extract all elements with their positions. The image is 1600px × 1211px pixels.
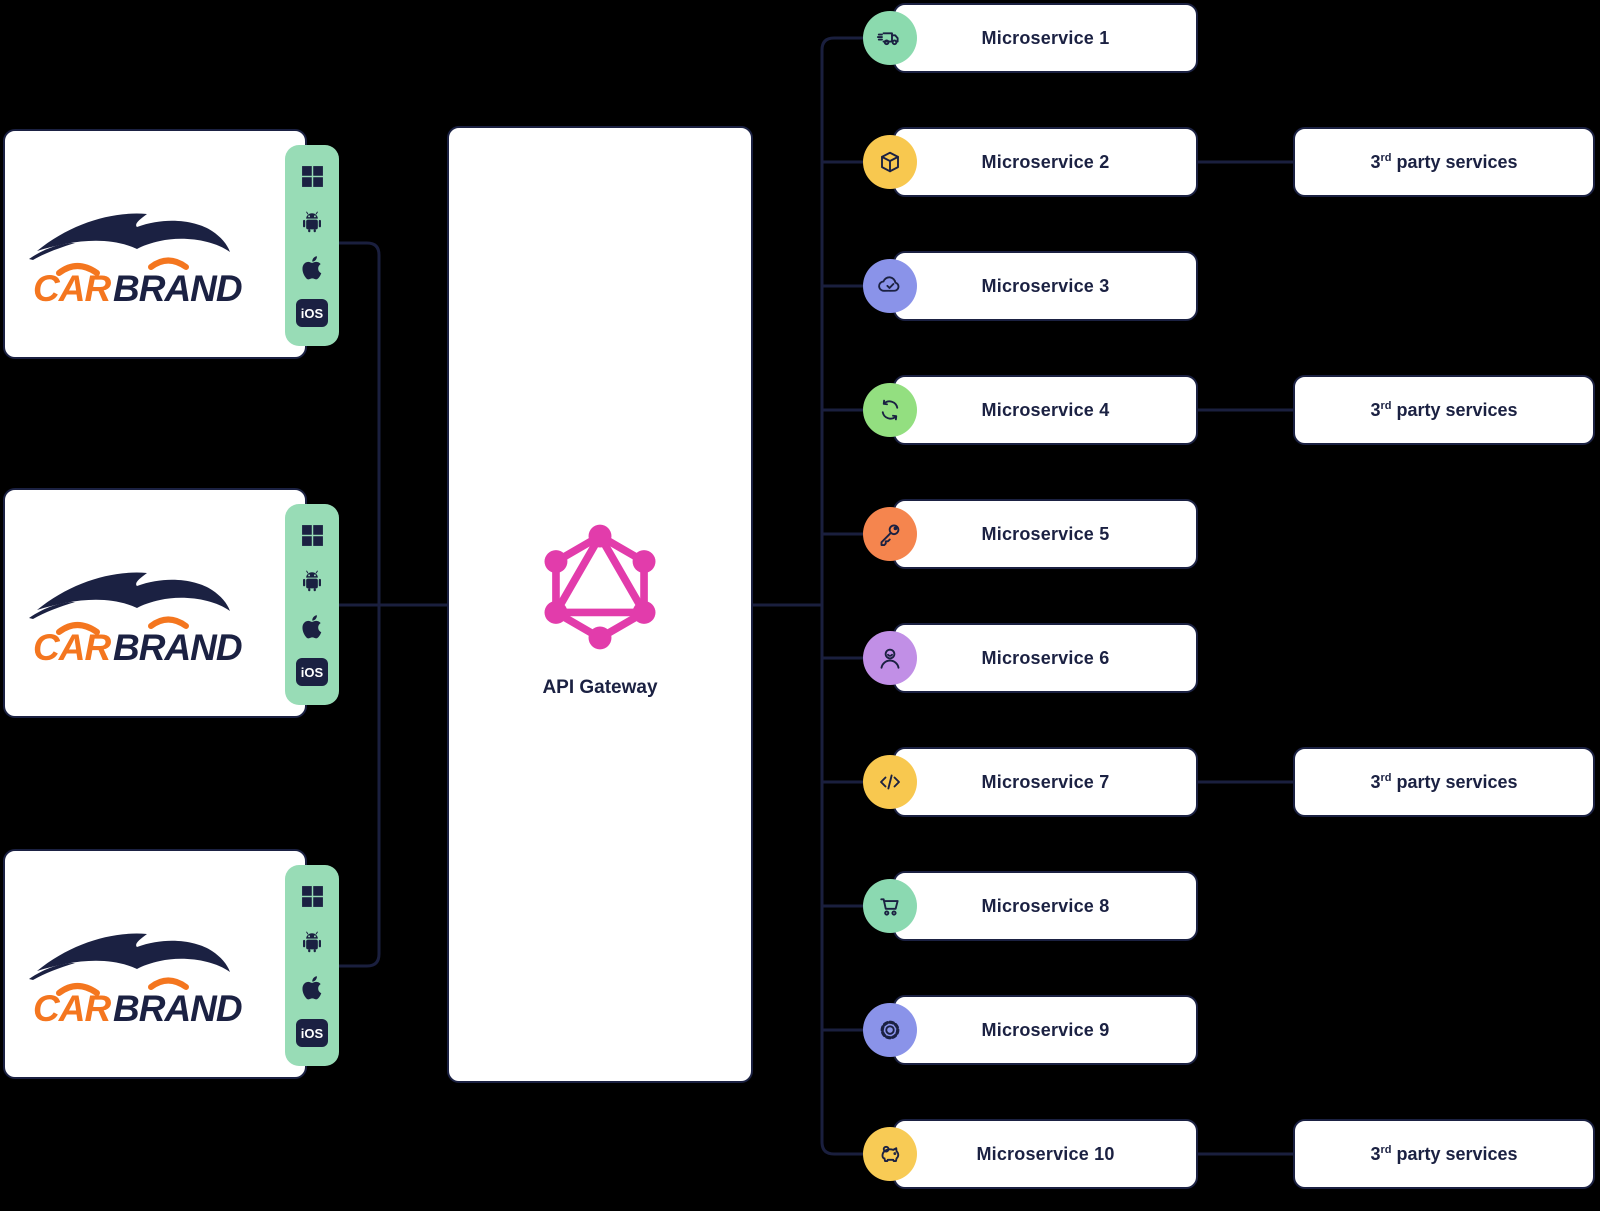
third-party-box: 3rd party services	[1293, 1119, 1595, 1189]
windows-icon	[301, 165, 323, 187]
android-icon	[303, 931, 321, 953]
microservice-row: Microservice 8	[863, 871, 1198, 941]
microservice-row: Microservice 5	[863, 499, 1198, 569]
gear-icon	[880, 1020, 900, 1040]
user-icon	[880, 648, 900, 669]
car-brand-logo: CAR BRAND	[29, 572, 243, 668]
sync-icon	[881, 399, 899, 421]
microservice-box: Microservice 5	[893, 499, 1198, 569]
car-brand-logo: CAR BRAND	[29, 213, 243, 309]
code-icon	[880, 774, 900, 790]
microservice-row: Microservice 2	[863, 127, 1198, 197]
microservice-label: Microservice 6	[981, 647, 1110, 668]
microservice-row: Microservice 6	[863, 623, 1198, 693]
windows-icon	[301, 885, 323, 907]
microservice-box: Microservice 8	[893, 871, 1198, 941]
microservice-label: Microservice 8	[981, 895, 1110, 916]
microservice-label: Microservice 1	[981, 27, 1110, 48]
microservice-box: Microservice 9	[893, 995, 1198, 1065]
microservice-label: Microservice 7	[981, 771, 1110, 792]
delivery-truck-icon	[876, 32, 899, 46]
service-icon-circle	[863, 135, 917, 189]
third-party-label: 3rd party services	[1370, 151, 1518, 172]
microservice-box: Microservice 10	[893, 1119, 1198, 1189]
microservice-label: Microservice 5	[981, 523, 1110, 544]
microservice-box: Microservice 6	[893, 623, 1198, 693]
android-icon	[303, 570, 321, 592]
service-icon-circle	[863, 755, 917, 809]
gateway-label: API Gateway	[542, 677, 658, 698]
key-icon	[880, 524, 900, 546]
ios-label: iOS	[300, 664, 324, 680]
client-card-2: CAR BRAND iOS	[3, 488, 339, 718]
microservice-row: Microservice 10	[863, 1119, 1198, 1189]
microservice-label: Microservice 10	[976, 1143, 1115, 1164]
logo-text-car: CAR	[33, 988, 111, 1029]
service-icon-circle	[863, 1127, 917, 1181]
piggy-bank-icon	[881, 1145, 900, 1162]
third-party-label: 3rd party services	[1370, 1143, 1518, 1164]
ios-label: iOS	[300, 1025, 324, 1041]
microservice-row: Microservice 9	[863, 995, 1198, 1065]
microservice-row: Microservice 4	[863, 375, 1198, 445]
service-icon-circle	[863, 259, 917, 313]
third-party-box: 3rd party services	[1293, 127, 1595, 197]
service-icon-circle	[863, 1003, 917, 1057]
api-gateway-card: API Gateway	[447, 126, 753, 1083]
logo-text-car: CAR	[33, 268, 111, 309]
microservice-box: Microservice 4	[893, 375, 1198, 445]
platform-pill: iOS	[285, 865, 339, 1066]
microservice-box: Microservice 2	[893, 127, 1198, 197]
ios-badge: iOS	[296, 299, 328, 328]
third-party-label: 3rd party services	[1370, 771, 1518, 792]
platform-pill: iOS	[285, 504, 339, 705]
apple-icon	[301, 256, 321, 280]
ios-badge: iOS	[296, 1019, 328, 1048]
service-icon-circle	[863, 507, 917, 561]
microservice-label: Microservice 9	[981, 1019, 1110, 1040]
cloud-check-icon	[878, 276, 900, 292]
car-brand-logo: CAR BRAND	[29, 933, 243, 1029]
service-icon-circle	[863, 383, 917, 437]
microservice-label: Microservice 2	[981, 151, 1110, 172]
ios-badge: iOS	[296, 658, 328, 687]
package-icon	[881, 151, 899, 173]
client-card-1: CAR BRAND iOS	[3, 129, 339, 359]
third-party-box: 3rd party services	[1293, 747, 1595, 817]
logo-text-car: CAR	[33, 627, 111, 668]
microservice-box: Microservice 3	[893, 251, 1198, 321]
platform-pill: iOS	[285, 145, 339, 346]
service-icon-circle	[863, 631, 917, 685]
logo-text-brand: BRAND	[113, 988, 242, 1029]
service-icon-circle	[863, 11, 917, 65]
graphql-icon	[544, 524, 656, 650]
apple-icon	[301, 615, 321, 639]
third-party-box: 3rd party services	[1293, 375, 1595, 445]
microservice-box: Microservice 7	[893, 747, 1198, 817]
apple-icon	[301, 976, 321, 1000]
client-card-3: CAR BRAND iOS	[3, 849, 339, 1079]
microservice-label: Microservice 3	[981, 275, 1110, 296]
service-icon-circle	[863, 879, 917, 933]
microservice-row: Microservice 3	[863, 251, 1198, 321]
microservice-label: Microservice 4	[981, 399, 1110, 420]
ios-label: iOS	[300, 305, 324, 321]
cart-icon	[880, 898, 899, 916]
microservice-row: Microservice 1	[863, 3, 1198, 73]
third-party-label: 3rd party services	[1370, 399, 1518, 420]
microservice-box: Microservice 1	[893, 3, 1198, 73]
windows-icon	[301, 524, 323, 546]
android-icon	[303, 211, 321, 233]
logo-text-brand: BRAND	[113, 627, 242, 668]
microservice-row: Microservice 7	[863, 747, 1198, 817]
logo-text-brand: BRAND	[113, 268, 242, 309]
